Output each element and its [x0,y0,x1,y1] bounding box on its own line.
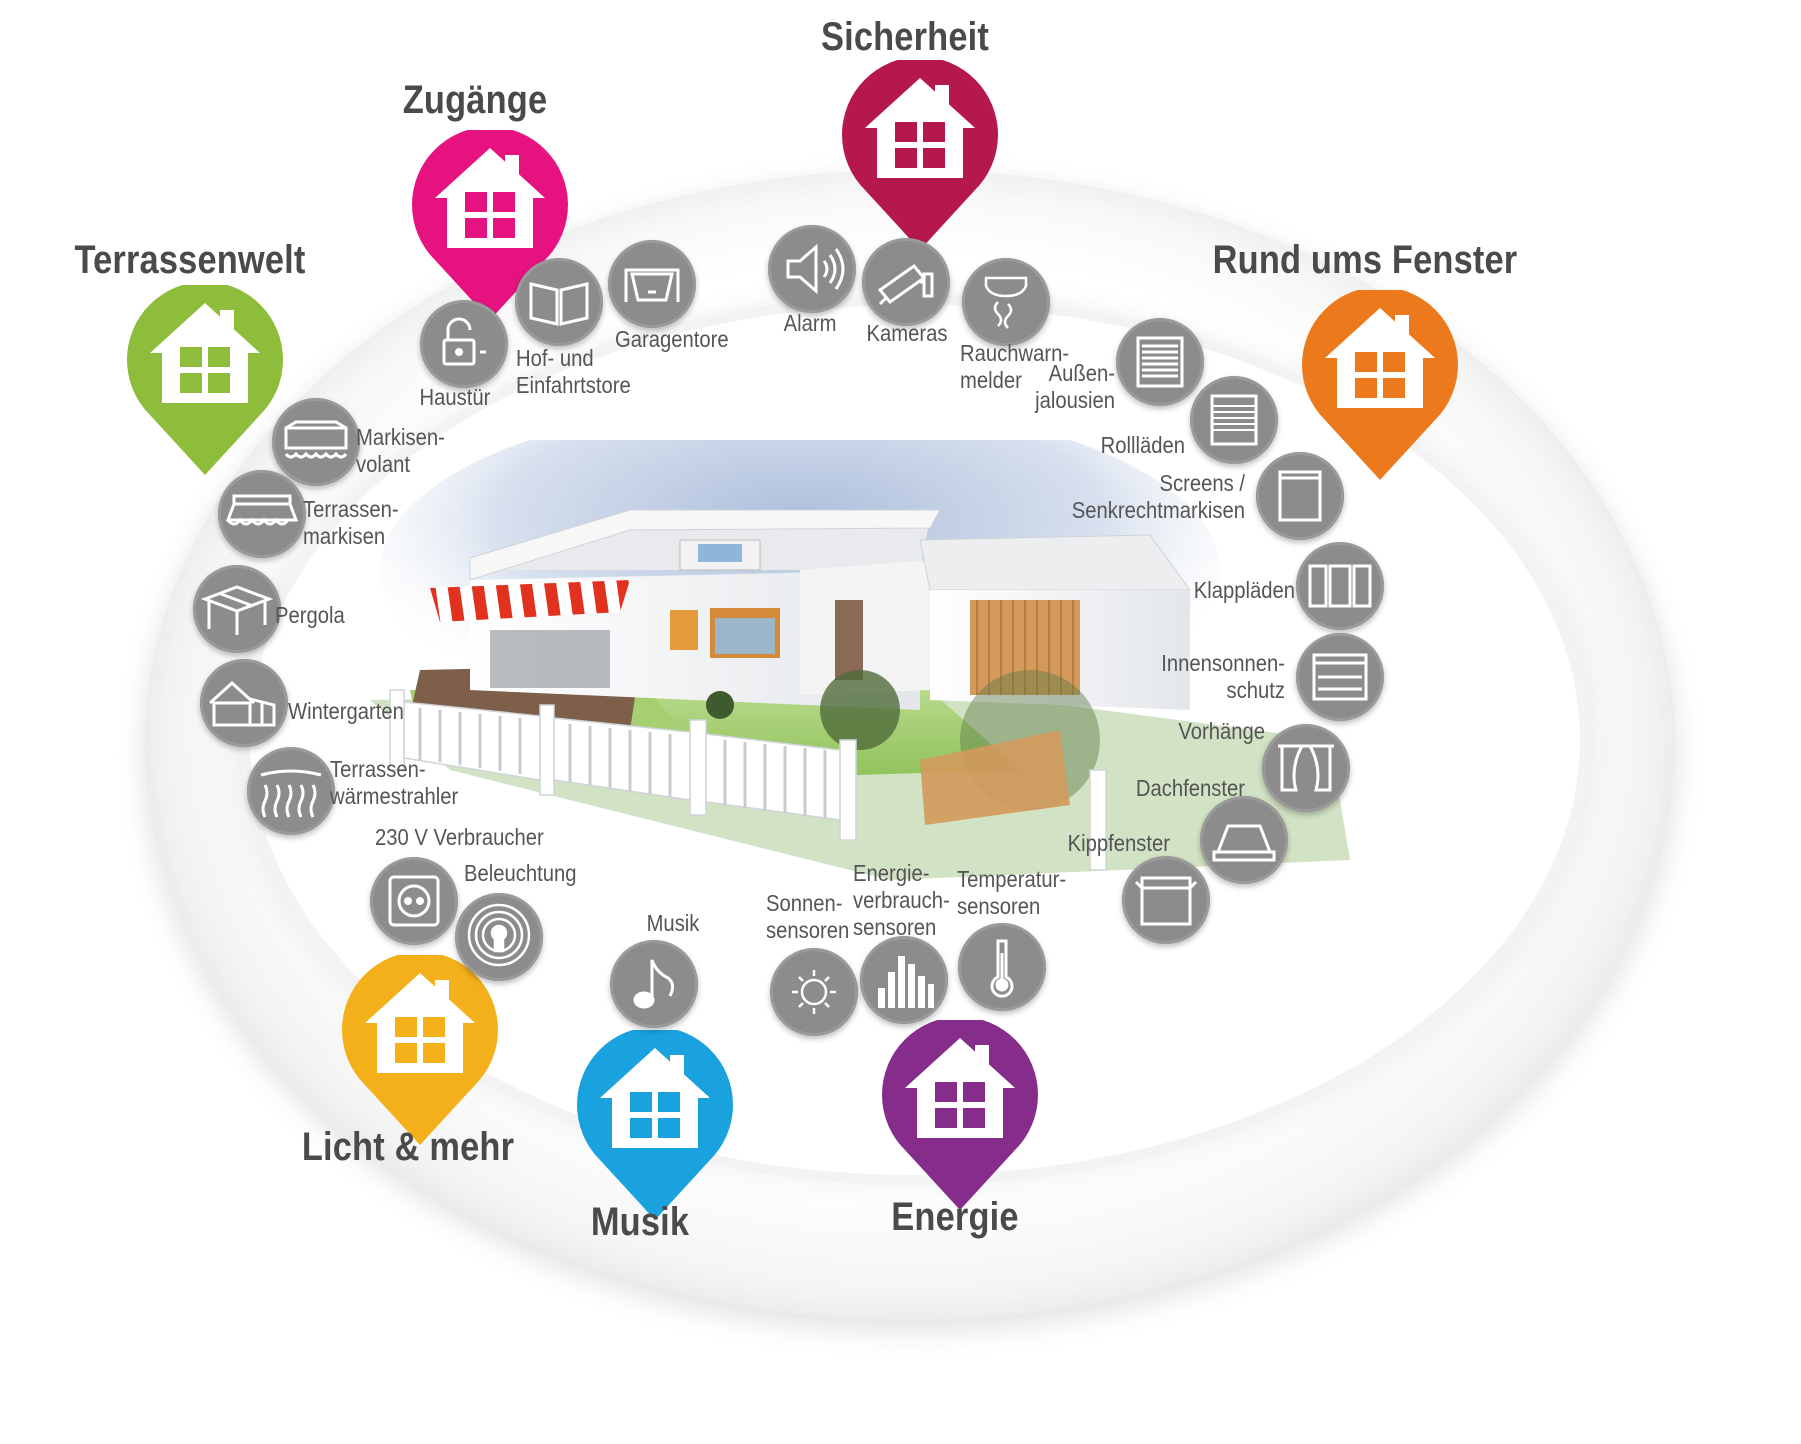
device-terrassenmarkisen[interactable] [218,470,306,558]
label-terrassenmarkisen: Terrassen- markisen [303,496,399,549]
label-kippfenster: Kippfenster [1067,830,1170,856]
device-klapplaeden[interactable] [1296,542,1384,630]
curtains-icon [1278,744,1334,792]
tilt-window-icon [1134,876,1198,926]
device-beleuchtung[interactable] [455,893,543,981]
label-vorhaenge: Vorhänge [1178,718,1265,744]
device-musik[interactable] [610,940,698,1028]
device-screens[interactable] [1256,452,1344,540]
awning-valance-icon [284,420,348,459]
label-pergola: Pergola [275,602,345,628]
label-kameras: Kameras [866,320,948,346]
screen-icon [1278,470,1322,522]
label-hof-einfahrtstore: Hof- und Einfahrtstore [516,345,631,398]
label-screens: Screens / Senkrechtmarkisen [1071,470,1245,523]
smoke-detector-icon [984,276,1028,329]
gate-icon [529,282,589,326]
label-rolllaeden: Rollläden [1100,432,1185,458]
category-title-zugaenge: Zugänge [402,78,548,122]
house-icon [1302,290,1458,480]
label-terrassenwaermestrahler: Terrassen- wärmestrahler [330,756,459,809]
thermometer-icon [990,939,1014,998]
device-wintergarten[interactable] [200,659,288,747]
sun-icon [792,970,836,1014]
device-innensonnenschutz[interactable] [1296,633,1384,721]
wintergarden-icon [208,680,276,727]
pin-energie[interactable] [875,1020,1045,1220]
house-illustration [370,440,1350,880]
device-kameras[interactable] [862,238,950,326]
category-title-sicherheit: Sicherheit [820,15,990,59]
device-garagentore[interactable] [608,240,696,328]
pin-licht-und-mehr[interactable] [335,955,505,1155]
category-title-licht-und-mehr: Licht & mehr [301,1125,515,1169]
device-aussenjalousien[interactable] [1116,318,1204,406]
label-innensonnenschutz: Innensonnen- schutz [1161,650,1285,703]
inner-shade-icon [1312,653,1368,701]
device-temperatursensoren[interactable] [958,923,1046,1011]
device-230v-verbraucher[interactable] [370,857,458,945]
device-markisenvolant[interactable] [272,398,360,486]
label-alarm: Alarm [783,310,837,336]
socket-icon [388,875,440,927]
label-aussenjalousien: Außen- jalousien [1035,360,1115,413]
shutters-icon [1308,564,1372,608]
heater-icon [260,769,322,818]
label-230v-verbraucher: 230 V Verbraucher [375,824,544,850]
device-hof-einfahrtstore[interactable] [515,258,603,346]
device-rauchwarnmelder[interactable] [962,258,1050,346]
house-icon [842,60,998,250]
label-dachfenster: Dachfenster [1135,775,1245,801]
house-icon [577,1030,733,1220]
category-title-terrassenwelt: Terrassenwelt [74,238,306,282]
label-wintergarten: Wintergarten [288,698,404,724]
label-musik: Musik [646,910,700,936]
device-rolllaeden[interactable] [1190,376,1278,464]
device-pergola[interactable] [193,565,281,653]
house-icon [342,955,498,1145]
garage-door-icon [624,268,680,302]
bar-chart-icon [878,956,934,1008]
pergola-icon [200,585,274,635]
label-haustuer: Haustür [419,384,491,410]
label-markisenvolant: Markisen- volant [356,424,445,477]
device-dachfenster[interactable] [1200,796,1288,884]
category-title-musik: Musik [590,1200,690,1244]
device-energieverbrauchsensoren[interactable] [860,936,948,1024]
device-kippfenster[interactable] [1122,856,1210,944]
label-energieverbrauchsensoren: Energie- verbrauch- sensoren [853,860,950,940]
device-terrassenwaermestrahler[interactable] [247,747,335,835]
label-rauchwarnmelder: Rauchwarn- melder [960,340,1070,393]
blinds-icon [1136,336,1184,388]
pin-terrassenwelt[interactable] [120,285,290,485]
label-sonnensensoren: Sonnen- sensoren [766,890,850,943]
roof-window-icon [1212,824,1276,862]
device-sonnensensoren[interactable] [770,948,858,1036]
awning-icon [225,494,299,526]
category-title-energie: Energie [891,1195,1019,1239]
label-beleuchtung: Beleuchtung [464,860,577,886]
pin-musik[interactable] [570,1030,740,1230]
music-note-icon [633,959,675,1009]
padlock-open-icon [442,317,486,366]
camera-icon [877,263,934,306]
label-temperatursensoren: Temperatur- sensoren [957,866,1067,919]
category-title-rund-ums-fenster: Rund ums Fenster [1212,238,1518,282]
device-vorhaenge[interactable] [1262,724,1350,812]
roller-shutter-icon [1210,394,1258,446]
pin-rund-ums-fenster[interactable] [1295,290,1465,490]
label-garagentore: Garagentore [615,326,729,352]
house-icon [882,1020,1038,1210]
speaker-icon [786,243,845,295]
pin-sicherheit[interactable] [835,60,1005,260]
light-bulb-icon [467,903,531,967]
house-icon [127,285,283,475]
label-klapplaeden: Klappläden [1193,577,1295,603]
device-alarm[interactable] [768,225,856,313]
device-haustuer[interactable] [420,300,508,388]
